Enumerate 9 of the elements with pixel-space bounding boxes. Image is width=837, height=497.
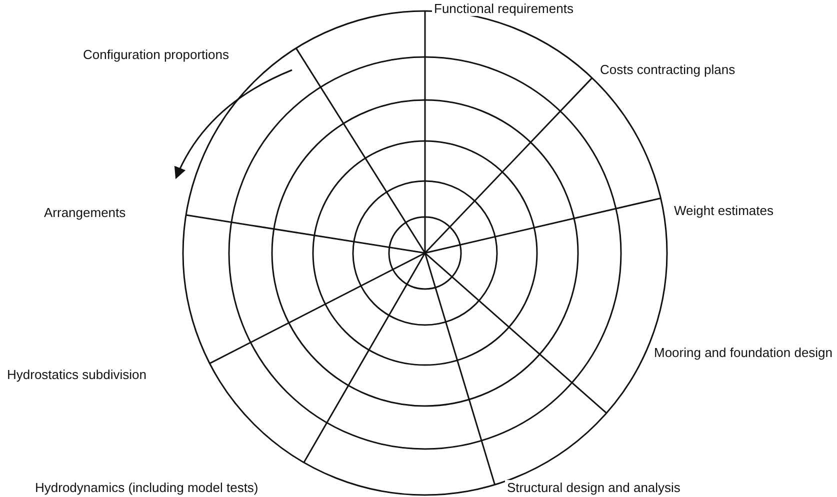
- spoke-label: Hydrostatics subdivision: [5, 367, 148, 382]
- spoke-label: Costs contracting plans: [598, 62, 738, 77]
- spoke-label: Arrangements: [42, 205, 128, 220]
- spoke-label: Weight estimates: [672, 203, 776, 218]
- spoke-label: Hydrodynamics (including model tests): [33, 480, 260, 495]
- spoke-label: Configuration proportions: [81, 47, 231, 62]
- spoke-label: Mooring and foundation design: [652, 345, 835, 360]
- spoke-label: Functional requirements: [432, 1, 576, 16]
- spoke-label: Structural design and analysis: [505, 480, 682, 495]
